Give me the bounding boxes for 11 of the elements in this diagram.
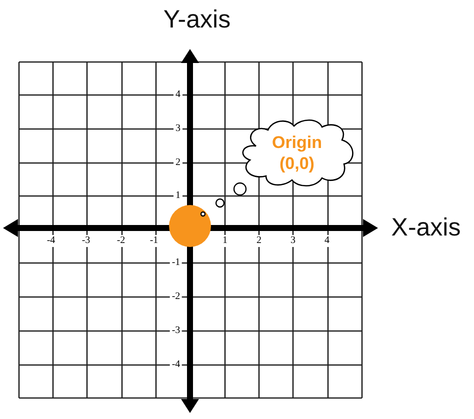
axis-title: Y-axis (163, 8, 231, 32)
tick-label: -3 (80, 235, 92, 247)
tick-label: -1 (148, 235, 160, 247)
tick-label: -2 (114, 235, 128, 247)
tick-label: 1 (220, 235, 230, 247)
tick-label: -4 (44, 235, 58, 247)
tick-label: 2 (254, 235, 264, 247)
tick-label: 4 (322, 235, 332, 247)
cloud-label: Origin (0,0) (270, 132, 324, 174)
axis-title: X-axis (391, 216, 461, 240)
tick-label: 3 (288, 235, 298, 247)
